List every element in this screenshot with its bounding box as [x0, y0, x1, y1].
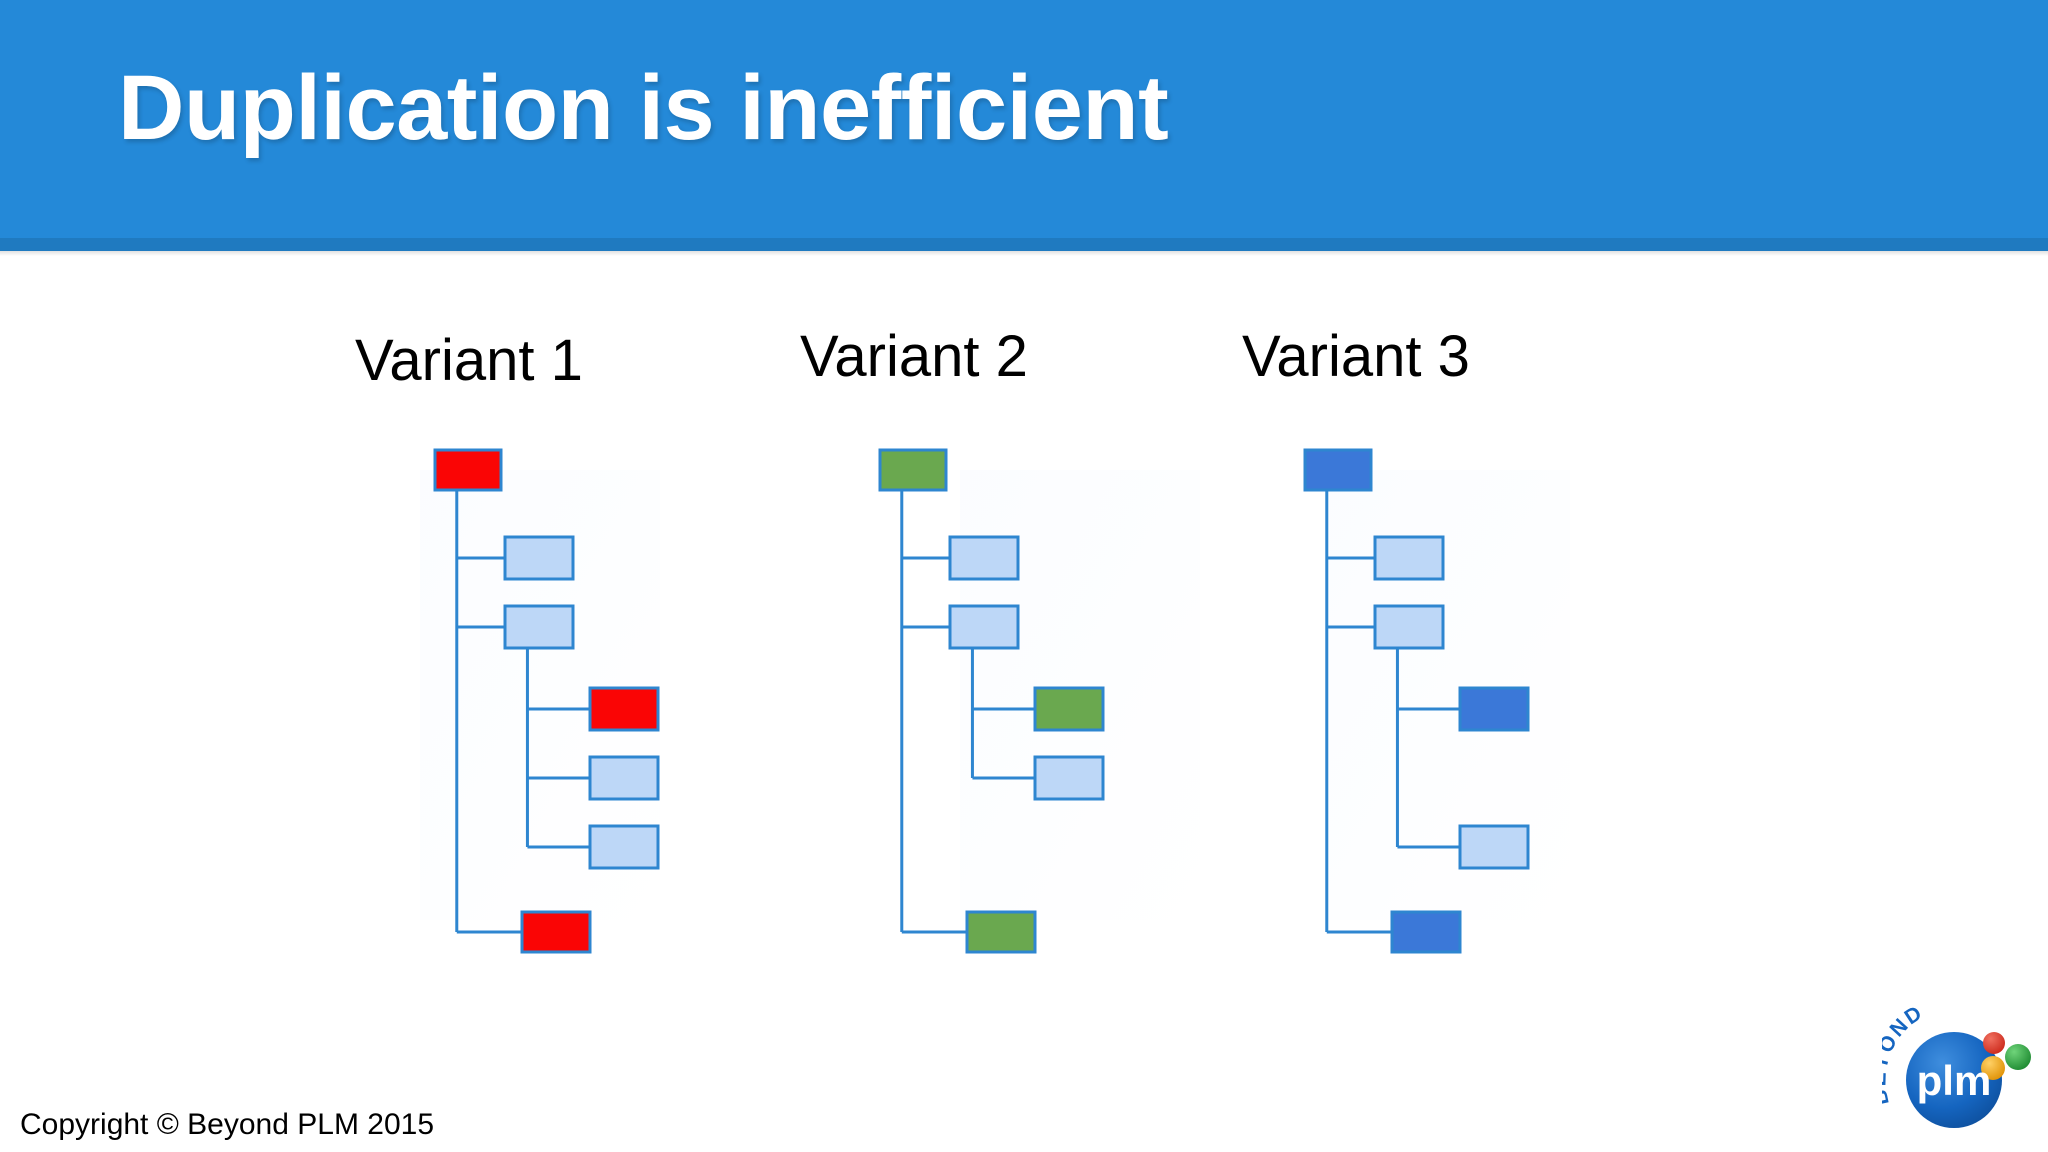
page-title: Duplication is inefficient	[118, 57, 1169, 159]
tree-node-c1[interactable]	[948, 535, 1020, 581]
tree-node-root[interactable]	[1303, 448, 1373, 492]
variant-label-3: Variant 3	[1242, 324, 1470, 389]
tree-node-c2[interactable]	[948, 604, 1020, 650]
tree-node-g2[interactable]	[588, 755, 660, 801]
variant-label-1: Variant 1	[355, 328, 583, 393]
tree-node-g1[interactable]	[1033, 686, 1105, 732]
tree-node-c1[interactable]	[503, 535, 575, 581]
tree-node-root[interactable]	[433, 448, 503, 492]
logo-dot-red	[1983, 1032, 2005, 1054]
logo-circle	[1906, 1032, 2002, 1128]
variant-tree-3	[1250, 430, 1810, 960]
logo-dot-green	[2005, 1044, 2031, 1070]
tree-node-g1[interactable]	[1458, 686, 1530, 732]
title-band-rule	[0, 238, 2048, 251]
copyright-notice: Copyright © Beyond PLM 2015	[20, 1108, 435, 1141]
tree-node-g2[interactable]	[1033, 755, 1105, 801]
tree-node-c1[interactable]	[1373, 535, 1445, 581]
tree-node-root[interactable]	[878, 448, 948, 492]
tree-node-c3[interactable]	[1390, 910, 1462, 954]
variant-tree-1	[320, 430, 880, 960]
connector-lines	[900, 490, 1035, 934]
tree-node-g1[interactable]	[588, 686, 660, 732]
logo-dot-orange	[1981, 1056, 2005, 1080]
beyond-plm-logo: BEYOND plm	[1882, 1002, 2042, 1147]
tree-node-g3[interactable]	[588, 824, 660, 870]
logo-wordmark: plm	[1917, 1057, 1992, 1104]
connector-lines	[455, 490, 590, 934]
tree-node-c3[interactable]	[520, 910, 592, 954]
tree-node-c3[interactable]	[965, 910, 1037, 954]
title-band-shadow	[0, 251, 2048, 256]
variant-label-2: Variant 2	[800, 324, 1028, 389]
title-band	[0, 0, 2048, 238]
tree-node-c2[interactable]	[503, 604, 575, 650]
variant-tree-2	[878, 430, 1440, 960]
tree-node-c2[interactable]	[1373, 604, 1445, 650]
connector-lines	[1325, 490, 1460, 934]
tree-node-g2[interactable]	[1458, 824, 1530, 870]
